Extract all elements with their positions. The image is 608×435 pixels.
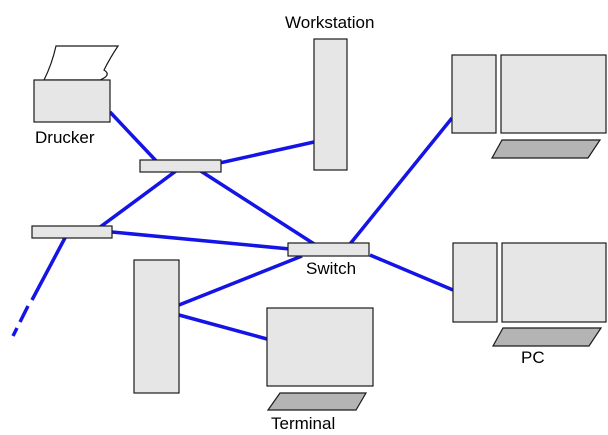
link-dangling-dash (18, 305, 30, 323)
pc-top-tower (451, 54, 497, 134)
upper-hub (139, 159, 222, 173)
pc-device: PC (452, 242, 607, 367)
pc-tower (452, 242, 498, 323)
pc-monitor (501, 242, 607, 323)
pc-keyboard-icon (491, 327, 603, 347)
pc-top-device (451, 54, 607, 159)
printer-device: Drucker (33, 45, 120, 147)
switch-box (287, 242, 370, 257)
server-tower (133, 259, 180, 394)
link-lower-hub-switch (111, 230, 291, 251)
link-dangling-dash-2 (11, 327, 19, 337)
terminal-device: Terminal (266, 307, 374, 433)
terminal-label: Terminal (271, 414, 335, 433)
link-switch-server (178, 254, 303, 307)
network-links (11, 110, 454, 341)
link-server-terminal (178, 313, 268, 341)
link-lower-hub-dangling (30, 235, 68, 301)
terminal-keyboard-icon (266, 392, 368, 411)
lower-hub (31, 225, 113, 239)
link-upper-hub-workstation (205, 140, 315, 168)
printer-label: Drucker (35, 128, 95, 147)
pc-top-keyboard-icon (490, 139, 602, 159)
switch-label: Switch (306, 259, 356, 278)
workstation-label: Workstation (285, 13, 374, 32)
printer-paper-icon (43, 45, 120, 81)
link-printer-upper-hub (108, 110, 162, 167)
pc-top-monitor (500, 54, 607, 134)
switch-device: Switch (287, 242, 370, 278)
link-upper-hub-switch (195, 166, 323, 251)
link-switch-pc-top (344, 116, 454, 251)
link-switch-pc (369, 253, 454, 292)
workstation-device: Workstation (285, 13, 374, 171)
pc-label: PC (521, 348, 545, 367)
terminal-monitor (266, 307, 374, 387)
workstation-tower (313, 38, 348, 171)
link-upper-hub-lower-hub (90, 166, 182, 235)
printer-body (33, 79, 111, 123)
